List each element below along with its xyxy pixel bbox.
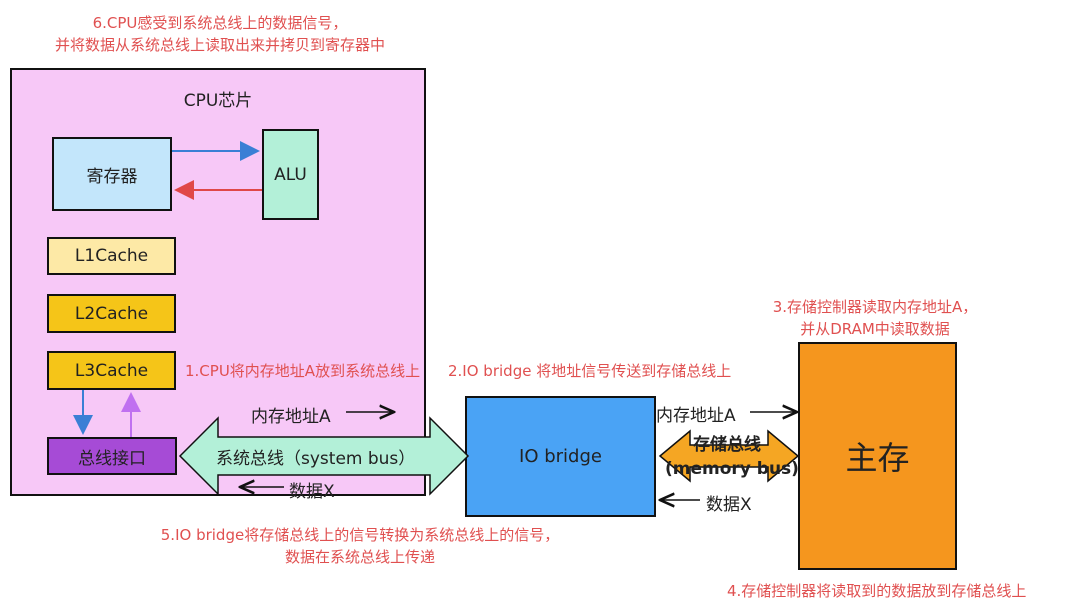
annotation-step4: 4.存储控制器将读取到的数据放到存储总线上 [727, 582, 1027, 600]
annotation-step6-line1: 6.CPU感受到系统总线上的数据信号， [92, 14, 348, 32]
alu-box: ALU [262, 129, 319, 220]
annotation-step3-line2: 并从DRAM中读取数据 [800, 320, 950, 338]
memory-bus-data-label: 数据X [706, 495, 752, 515]
system-bus-shape [178, 416, 470, 496]
register-label: 寄存器 [86, 166, 138, 187]
annotation-step3-line1: 3.存储控制器读取内存地址A， [772, 298, 978, 316]
l1-cache-box: L1Cache [47, 237, 176, 275]
annotation-step2: 2.IO bridge 将地址信号传送到存储总线上 [448, 362, 732, 380]
bus-interface-label: 总线接口 [78, 448, 146, 469]
main-memory-label: 主存 [845, 439, 910, 477]
annotation-step5-line2: 数据在系统总线上传递 [284, 548, 435, 566]
system-bus-address-label: 内存地址A [251, 407, 331, 427]
annotation-step1: 1.CPU将内存地址A放到系统总线上 [185, 362, 421, 380]
alu-label: ALU [274, 164, 307, 185]
annotation-step6: 6.CPU感受到系统总线上的数据信号， 并将数据从系统总线上读取出来并拷贝到寄存… [30, 12, 410, 56]
annotation-step6-line2: 并将数据从系统总线上读取出来并拷贝到寄存器中 [54, 36, 385, 54]
io-bridge-box: IO bridge [465, 396, 656, 517]
main-memory-box: 主存 [798, 342, 957, 570]
annotation-step3: 3.存储控制器读取内存地址A， 并从DRAM中读取数据 [745, 296, 1005, 340]
l1-cache-label: L1Cache [74, 246, 149, 266]
annotation-step5-line1: 5.IO bridge将存储总线上的信号转换为系统总线上的信号， [160, 526, 560, 544]
l2-cache-label: L2Cache [74, 303, 149, 324]
memory-bus-address-label: 内存地址A [656, 406, 736, 426]
system-bus-label: 系统总线（system bus） [216, 449, 416, 469]
system-bus-data-label: 数据X [289, 482, 335, 502]
bus-interface-box: 总线接口 [47, 437, 177, 475]
cpu-chip-title: CPU芯片 [183, 91, 253, 111]
annotation-step5: 5.IO bridge将存储总线上的信号转换为系统总线上的信号， 数据在系统总线… [140, 524, 580, 568]
l3-cache-box: L3Cache [47, 351, 176, 390]
register-box: 寄存器 [52, 137, 172, 211]
memory-bus-label-en: (memory bus) [665, 459, 799, 479]
l3-cache-label: L3Cache [74, 360, 149, 381]
l2-cache-box: L2Cache [47, 294, 176, 333]
memory-bus-shape [658, 429, 800, 483]
io-bridge-label: IO bridge [519, 446, 602, 467]
memory-bus-label-cn: 存储总线 [693, 435, 761, 455]
